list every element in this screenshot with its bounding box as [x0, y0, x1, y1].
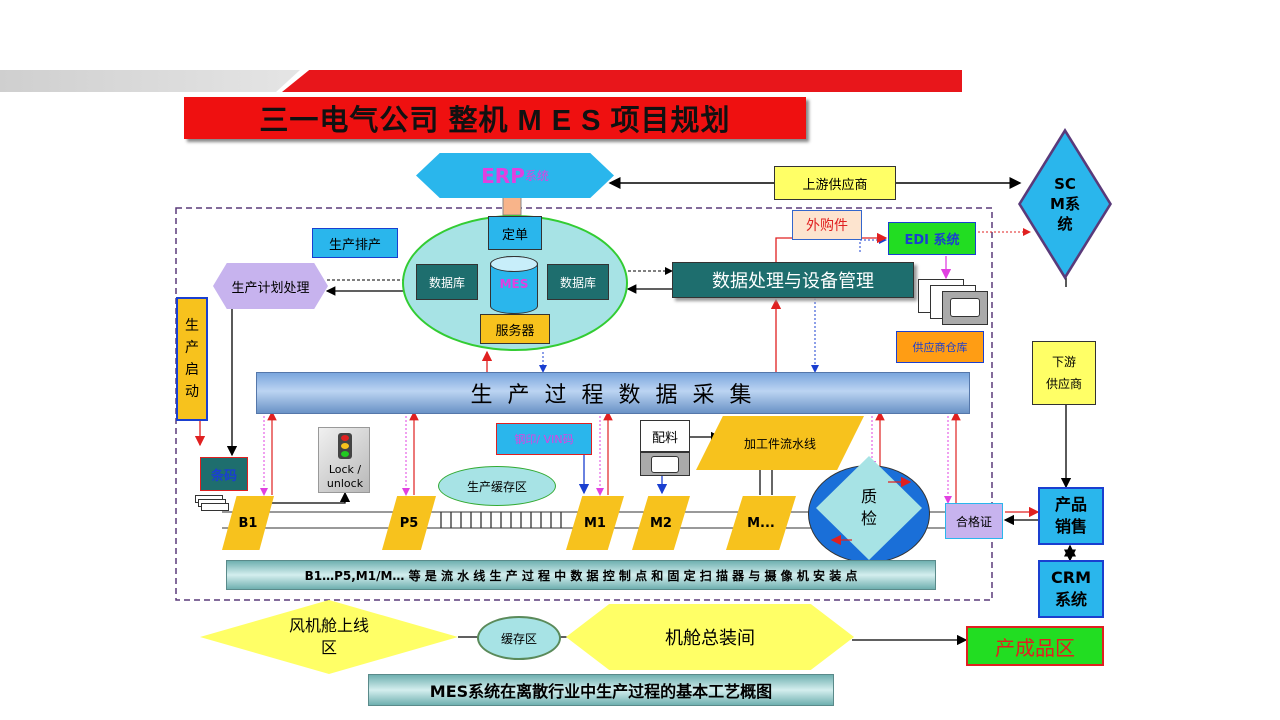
production-schedule-label: 生产排产: [328, 237, 381, 253]
server-box: 服务器: [480, 314, 550, 344]
quality-line2: 检: [860, 509, 877, 528]
material-device-icon: [640, 452, 690, 476]
data-processing-box: 数据处理与设备管理: [672, 262, 914, 298]
certificate-label: 合格证: [955, 514, 992, 529]
buffer-small-ellipse: 缓存区: [477, 616, 561, 660]
mes-label: MES: [499, 277, 529, 291]
nacelle-online-line1: 风机舱上线: [288, 616, 369, 635]
mes-cylinder-top: [490, 256, 538, 272]
material-box: 配料: [640, 420, 690, 452]
production-start-c2: 产: [185, 340, 199, 356]
production-start-c1: 生: [185, 318, 199, 334]
finished-area-label: 产成品区: [995, 635, 1075, 660]
edi-label: EDI 系统: [904, 233, 960, 248]
product-sales-box: 产品 销售: [1038, 487, 1104, 545]
upstream-supplier-box: 上游供应商: [774, 166, 896, 200]
supplier-warehouse-box: 供应商仓库: [896, 331, 984, 363]
mes-label-wrap: MES: [490, 274, 538, 294]
machining-line-box: 加工件流水线: [696, 416, 864, 470]
caption-label: MES系统在离散行业中生产过程的基本工艺概图: [429, 682, 773, 701]
production-start-c4: 动: [185, 384, 199, 400]
station-m1-label: M1: [584, 515, 606, 531]
crm-line2: 系统: [1054, 590, 1087, 609]
product-sales-line1: 产品: [1054, 495, 1087, 514]
scm-line3: 统: [1057, 215, 1073, 233]
data-processing-label: 数据处理与设备管理: [712, 271, 874, 292]
downstream-supplier-line2: 供应商: [1045, 377, 1082, 391]
finished-area-box: 产成品区: [966, 626, 1104, 666]
station-m2-label: M2: [650, 515, 672, 531]
control-points-note-label: B1…P5,M1/M… 等 是 流 水 线 生 产 过 程 中 数 据 控 制 …: [304, 568, 858, 583]
lock-line1: Lock /: [328, 463, 362, 476]
upstream-supplier-label: 上游供应商: [802, 177, 868, 193]
order-box: 定单: [488, 216, 542, 250]
supplier-warehouse-label: 供应商仓库: [912, 341, 968, 354]
barcode-box: 条码: [200, 457, 248, 491]
crm-system-box: CRM 系统: [1038, 560, 1104, 618]
data-collection-label: 生 产 过 程 数 据 采 集: [470, 383, 756, 408]
plan-process-node: 生产计划处理: [213, 263, 328, 309]
station-b1-label: B1: [238, 515, 258, 531]
database-right: 数据库: [547, 264, 609, 300]
vin-code-box: 钢印/ VIN码: [496, 423, 592, 455]
certificate-box: 合格证: [945, 503, 1003, 539]
erp-suffix: 系统: [524, 169, 549, 183]
nacelle-online-line2: 区: [320, 638, 337, 657]
material-label: 配料: [651, 430, 678, 446]
downstream-supplier-box: 下游 供应商: [1032, 341, 1096, 405]
production-schedule-box: 生产排产: [312, 228, 398, 258]
erp-label: ERP: [481, 163, 525, 188]
downstream-supplier-line1: 下游: [1051, 355, 1076, 369]
purchase-label: 外购件: [806, 218, 848, 234]
assembly-label: 机舱总装间: [665, 628, 755, 649]
database-left: 数据库: [416, 264, 478, 300]
database-right-label: 数据库: [559, 275, 596, 290]
scm-line2: M系: [1050, 195, 1080, 213]
order-label: 定单: [501, 227, 528, 243]
purchase-parts-box: 外购件: [792, 210, 862, 240]
buffer-small-label: 缓存区: [500, 631, 537, 646]
production-start-c3: 启: [185, 362, 199, 378]
caption-bar: MES系统在离散行业中生产过程的基本工艺概图: [368, 674, 834, 706]
database-left-label: 数据库: [428, 275, 465, 290]
data-collection-bar: 生 产 过 程 数 据 采 集: [256, 372, 970, 414]
warehouse-icon-stack: [918, 279, 988, 329]
production-buffer-ellipse: 生产缓存区: [438, 466, 556, 506]
quality-line1: 质: [860, 487, 877, 506]
header-grey-stripe: [0, 70, 300, 92]
title-bar: 三一电气公司 整机 M E S 项目规划: [184, 97, 806, 139]
machining-line-label: 加工件流水线: [743, 436, 816, 451]
barcode-label: 条码: [210, 468, 237, 484]
station-m-label: M...: [747, 515, 775, 531]
scm-line1: SC: [1054, 175, 1076, 193]
paper-stack-icon: [195, 495, 231, 517]
product-sales-line2: 销售: [1054, 517, 1087, 536]
erp-system-node: ERP 系统: [416, 153, 614, 198]
production-buffer-label: 生产缓存区: [466, 479, 527, 494]
lock-line2: unlock: [326, 477, 364, 490]
lock-unlock-icon: Lock / unlock: [318, 427, 370, 493]
production-start-box: 生 产 启 动: [176, 297, 208, 421]
page-title: 三一电气公司 整机 M E S 项目规划: [259, 105, 731, 137]
vin-code-label: 钢印/ VIN码: [514, 433, 574, 446]
server-label: 服务器: [495, 323, 535, 339]
edi-system-box: EDI 系统: [888, 222, 976, 255]
assembly-hexagon: 机舱总装间: [566, 604, 854, 670]
control-points-note: B1…P5,M1/M… 等 是 流 水 线 生 产 过 程 中 数 据 控 制 …: [226, 560, 936, 590]
header-red-stripe: [282, 70, 962, 92]
plan-process-label: 生产计划处理: [231, 280, 310, 296]
crm-line1: CRM: [1051, 568, 1091, 587]
station-p5-label: P5: [399, 515, 419, 531]
